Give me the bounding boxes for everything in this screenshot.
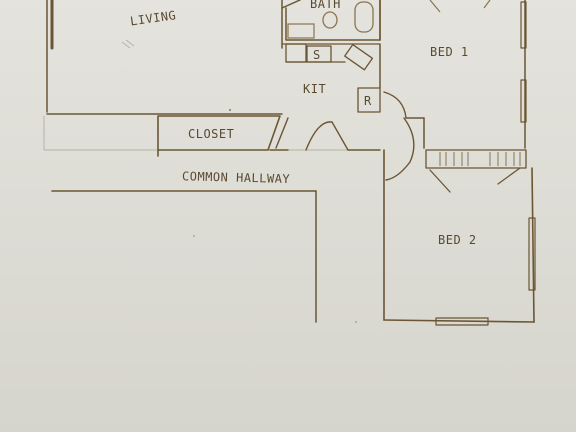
bed2-label: BED 2 xyxy=(438,233,477,247)
bedroom-2: BED 2 xyxy=(383,117,536,326)
bedroom-closet xyxy=(425,149,527,193)
kitchen-label: KIT xyxy=(303,82,326,96)
stove-label: S xyxy=(313,48,321,62)
sink-icon xyxy=(287,23,315,39)
bedroom-1: BED 1 xyxy=(379,0,527,149)
bed2-window-side xyxy=(528,217,536,291)
bed1-window-side xyxy=(520,79,527,123)
living-room: LIVING xyxy=(46,0,283,115)
hallway-label: COMMON HALLWAY xyxy=(182,169,291,186)
closet: CLOSET xyxy=(157,115,281,157)
bed1-label: BED 1 xyxy=(430,45,469,59)
bed1-window-top xyxy=(520,1,527,49)
toilet-icon xyxy=(322,11,338,29)
bed1-door-arc xyxy=(383,91,407,119)
kitchen-sink-icon xyxy=(344,43,374,71)
common-hallway: COMMON HALLWAY xyxy=(51,169,317,323)
bed2-door-arc xyxy=(385,117,415,181)
kitchen-door-arc xyxy=(305,121,349,151)
kitchen-area: S KIT R xyxy=(269,43,381,151)
pencil-marks xyxy=(121,39,357,323)
refrigerator-label: R xyxy=(364,94,372,108)
closet-label: CLOSET xyxy=(188,127,234,141)
bed2-window-bottom xyxy=(435,317,489,326)
bath-room: BATH xyxy=(281,0,381,45)
bathtub-icon xyxy=(354,1,374,33)
living-label: LIVING xyxy=(129,8,177,28)
bath-label: BATH xyxy=(310,0,341,11)
